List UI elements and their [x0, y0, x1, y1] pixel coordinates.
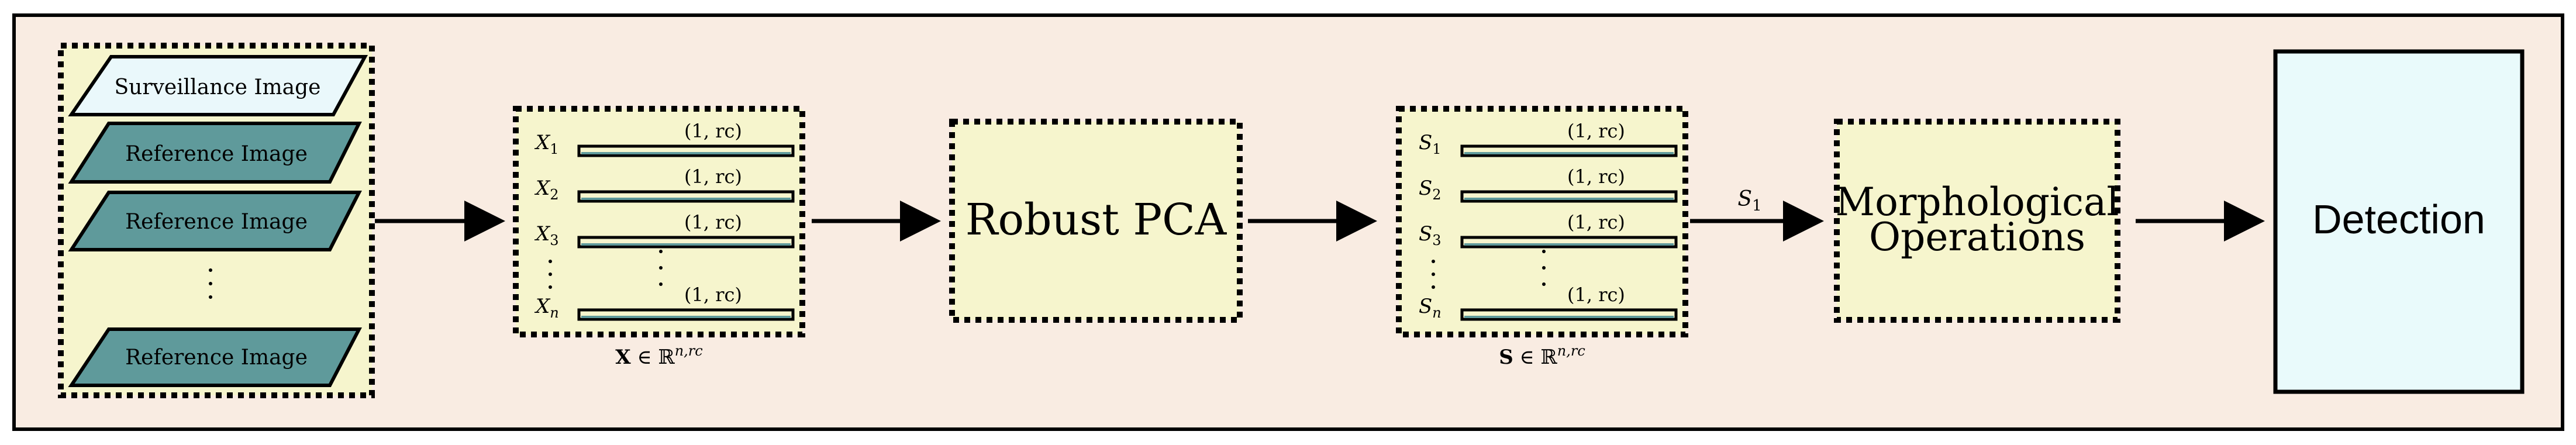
matrix-s-row-subscript-4: n	[1432, 305, 1441, 321]
input-images-block: Surveillance Image Reference Image Refer…	[58, 43, 375, 398]
matrix-x-row-bar-inner-3	[581, 243, 791, 246]
matrix-s-caption-set: ∈ ℝ	[1513, 346, 1558, 369]
matrix-x-row-dim-3: (1, rc)	[684, 211, 742, 233]
detection-label: Detection	[2312, 196, 2485, 242]
matrix-s-caption-symbol: S	[1499, 346, 1513, 369]
matrix-s-vdots	[1432, 250, 1546, 289]
matrix-s-caption: S ∈ ℝn,rc	[1499, 343, 1585, 369]
matrix-x-container	[513, 106, 805, 337]
matrix-x-row-dim-2: (1, rc)	[684, 165, 742, 188]
reference-image-node-3: Reference Image	[68, 327, 362, 387]
matrix-s-row-symbol-4: S	[1419, 295, 1432, 318]
matrix-x-row-label-4: Xn	[534, 295, 559, 321]
matrix-s-row-label-4: Sn	[1419, 295, 1442, 321]
matrix-s-row-subscript-1: 1	[1432, 141, 1441, 157]
arrow-s1-label: S1	[1737, 187, 1761, 215]
reference-image-label-1: Reference Image	[125, 142, 308, 166]
matrix-x-row-symbol-1: X	[534, 131, 551, 154]
matrix-s-row-bar-inner-2	[1464, 198, 1674, 200]
matrix-x-caption: X ∈ ℝn,rc	[615, 343, 702, 369]
matrix-x-row-subscript-2: 2	[550, 187, 558, 203]
input-vdots	[209, 268, 212, 299]
matrix-x-caption-symbol: X	[615, 346, 631, 369]
matrix-x-row-label-2: X2	[534, 177, 559, 203]
matrix-x-row-dim-4: (1, rc)	[684, 284, 742, 306]
morph-label-line2: Operations	[1869, 215, 2085, 260]
robust-pca-block: Robust PCA	[949, 119, 1243, 323]
matrix-x-vdots	[549, 250, 663, 289]
matrix-s-container	[1396, 106, 1688, 337]
arrow-s1-subscript: 1	[1752, 197, 1762, 215]
matrix-s-row-symbol-1: S	[1419, 131, 1432, 154]
detection-block: Detection	[2273, 49, 2525, 394]
matrix-x-block: X1(1, rc)X2(1, rc)X3(1, rc)Xn(1, rc) X ∈…	[513, 106, 805, 369]
matrix-x-row-symbol-4: X	[534, 295, 551, 318]
matrix-s-row-dim-2: (1, rc)	[1567, 165, 1625, 188]
matrix-s-row-label-2: S2	[1419, 177, 1442, 203]
matrix-x-row-bar-inner-2	[581, 198, 791, 200]
reference-image-node-2: Reference Image	[68, 191, 362, 251]
matrix-s-row-subscript-3: 3	[1432, 232, 1441, 249]
matrix-x-row-label-3: X3	[534, 222, 559, 249]
matrix-s-row-bar-inner-1	[1464, 152, 1674, 154]
matrix-s-row-dim-4: (1, rc)	[1567, 284, 1625, 306]
morph-container	[1834, 119, 2120, 323]
matrix-s-caption-dims: n,rc	[1557, 343, 1585, 359]
matrix-s-row-subscript-2: 2	[1432, 187, 1441, 203]
matrix-x-row-bar-inner-1	[581, 152, 791, 154]
surveillance-image-label: Surveillance Image	[115, 75, 321, 99]
matrix-s-block: S1(1, rc)S2(1, rc)S3(1, rc)Sn(1, rc) S ∈…	[1396, 106, 1688, 369]
robust-pca-label: Robust PCA	[965, 195, 1227, 245]
reference-image-label-3: Reference Image	[125, 346, 308, 370]
matrix-s-row-bar-inner-3	[1464, 243, 1674, 246]
morph-label-line1: Morphological	[1836, 180, 2119, 225]
matrix-s-row-dim-1: (1, rc)	[1567, 120, 1625, 142]
matrix-x-row-subscript-1: 1	[550, 141, 558, 157]
matrix-x-row-symbol-3: X	[534, 222, 551, 246]
matrix-x-caption-dims: n,rc	[675, 343, 703, 359]
robust-pca-container	[949, 119, 1243, 323]
morphological-operations-block: Morphological Operations	[1834, 119, 2120, 323]
matrix-s-row-label-1: S1	[1419, 131, 1442, 157]
reference-image-label-2: Reference Image	[125, 210, 308, 234]
matrix-s-row-bar-inner-4	[1464, 316, 1674, 318]
matrix-s-row-label-3: S3	[1419, 222, 1442, 249]
matrix-x-row-bar-inner-4	[581, 316, 791, 318]
matrix-x-row-dim-1: (1, rc)	[684, 120, 742, 142]
detection-container	[2273, 49, 2525, 394]
arrow-s1-symbol: S	[1737, 187, 1752, 211]
matrix-x-caption-set: ∈ ℝ	[631, 346, 675, 369]
matrix-x-row-subscript-3: 3	[550, 232, 558, 249]
matrix-x-row-label-1: X1	[534, 131, 559, 157]
matrix-s-row-dim-3: (1, rc)	[1567, 211, 1625, 233]
matrix-x-row-symbol-2: X	[534, 177, 551, 200]
reference-image-node-1: Reference Image	[68, 122, 362, 184]
matrix-x-row-subscript-4: n	[550, 305, 558, 321]
matrix-s-row-symbol-3: S	[1419, 222, 1432, 246]
matrix-s-row-symbol-2: S	[1419, 177, 1432, 200]
surveillance-image-node: Surveillance Image	[68, 55, 368, 116]
